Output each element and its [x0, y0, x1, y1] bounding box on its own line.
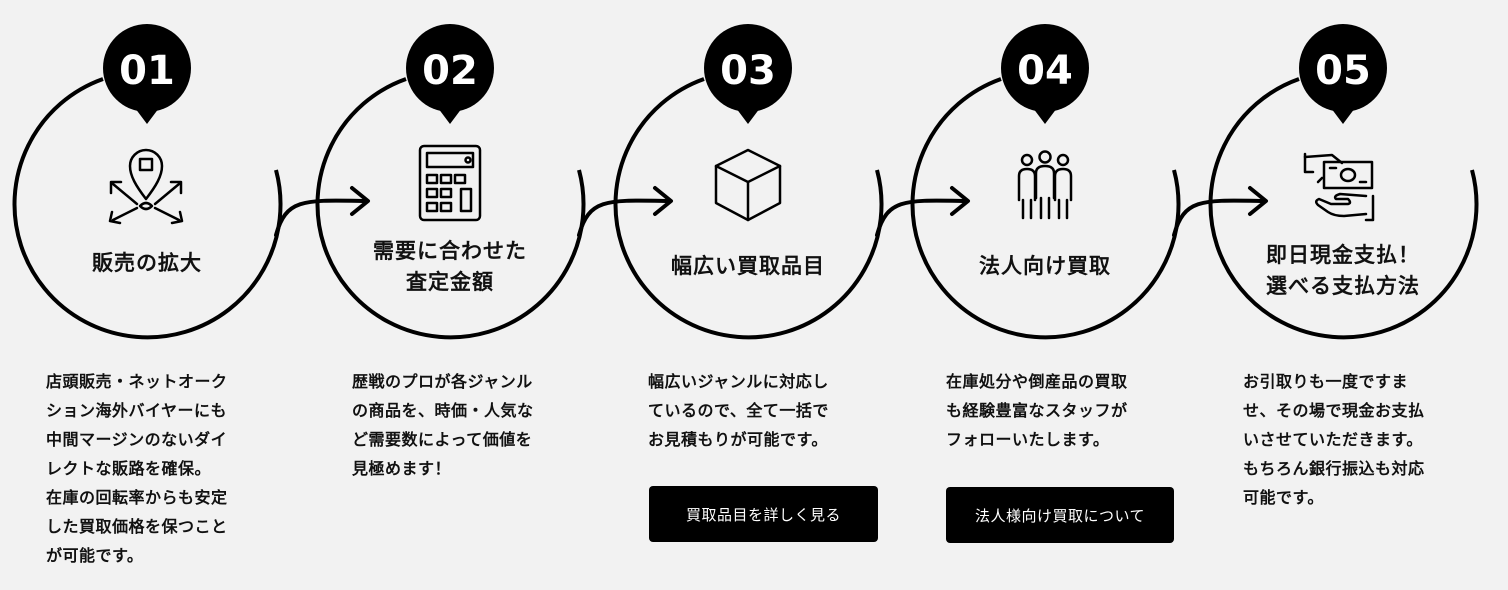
step-circle-2 — [315, 77, 586, 340]
step-description-1: 店頭販売・ネットオーク ション海外バイヤーにも 中間マージンのないダイ レクトな… — [46, 372, 228, 565]
connector-arrow-3 — [875, 186, 970, 237]
connector-arrow-2 — [577, 186, 673, 237]
step-number-badge-2: 02 — [406, 24, 494, 124]
step-number-badge-4: 04 — [1001, 24, 1089, 124]
cash-payment-icon — [1303, 152, 1375, 222]
step-description-4: 在庫処分や倒産品の買取 も経験豊富なスタッフが フォローいたします。 — [946, 372, 1128, 449]
step-number-5: 05 — [1315, 48, 1371, 94]
step-number-3: 03 — [720, 48, 776, 94]
step-title-3: 幅広い買取品目 — [671, 254, 825, 278]
connector-arrow-4 — [1172, 186, 1268, 237]
group-people-icon — [1017, 150, 1073, 220]
step-number-badge-3: 03 — [704, 24, 792, 124]
step-number-badge-1: 01 — [103, 24, 191, 124]
step-description-3: 幅広いジャンルに対応し ているので、全て一括で お見積もりが可能です。 — [648, 372, 829, 449]
step-title-2: 需要に合わせた 査定金額 — [373, 239, 527, 294]
step-description-2: 歴戦のプロが各ジャンル の商品を、時価・人気な ど需要数によって価値を 見極めま… — [352, 372, 534, 478]
step-title-5: 即日現金支払！ 選べる支払方法 — [1266, 243, 1420, 298]
step-title-4: 法人向け買取 — [979, 254, 1111, 278]
view-purchase-items-button[interactable]: 買取品目を詳しく見る — [649, 486, 878, 542]
step-circle-5 — [1208, 77, 1479, 340]
corporate-purchase-button[interactable]: 法人様向け買取について — [946, 487, 1174, 543]
calculator-icon — [418, 144, 482, 222]
step-title-1: 販売の拡大 — [92, 251, 202, 275]
step-number-badge-5: 05 — [1299, 24, 1387, 124]
step-number-2: 02 — [422, 48, 478, 94]
step-number-1: 01 — [119, 48, 175, 94]
box-icon — [714, 148, 782, 222]
step-circle-3 — [613, 77, 884, 340]
step-circle-4 — [910, 77, 1181, 340]
step-number-4: 04 — [1017, 48, 1073, 94]
step-circle-1 — [12, 77, 283, 340]
map-pin-expand-icon — [108, 148, 184, 225]
connector-arrow-1 — [274, 186, 370, 237]
step-description-5: お引取りも一度ですま せ、その場で現金お支払 いさせていただきます。 もちろん銀… — [1243, 372, 1425, 507]
